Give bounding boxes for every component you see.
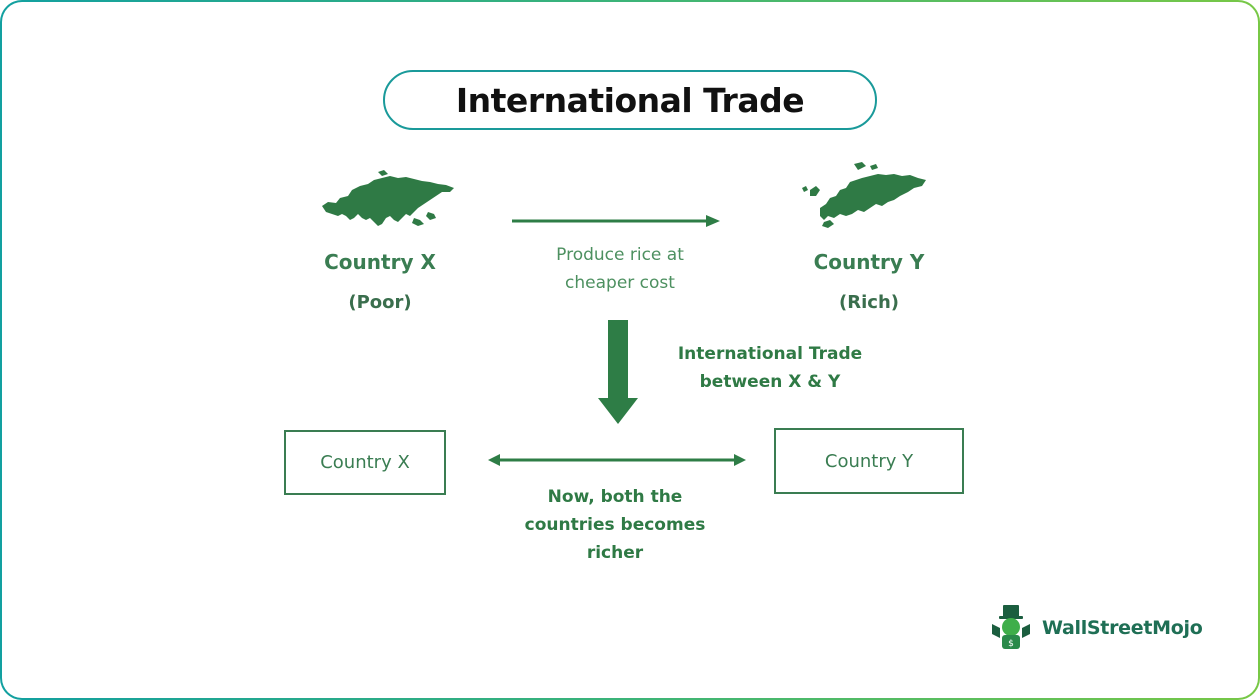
brand-logo: $ WallStreetMojo: [988, 604, 1203, 652]
top-country-x-label: Country X: [324, 250, 436, 274]
top-country-y-label: Country Y: [813, 250, 925, 274]
result-label: Now, both the countries becomes richer: [505, 483, 725, 567]
top-country-y-status: (Rich): [839, 292, 899, 313]
svg-text:$: $: [1008, 639, 1014, 649]
down-arrow: [598, 320, 638, 424]
trade-label: International Trade between X & Y: [660, 340, 880, 396]
result-label-line1: Now, both the: [547, 487, 683, 507]
bottom-country-y-box: Country Y: [774, 428, 964, 494]
top-country-x-status: (Poor): [348, 292, 412, 313]
rice-arrow-label-line1: Produce rice at: [556, 245, 684, 265]
result-label-line2: countries becomes: [524, 515, 706, 535]
double-arrow: [488, 454, 746, 466]
result-label-line3: richer: [586, 543, 644, 563]
bottom-country-x-box: Country X: [284, 430, 446, 495]
rice-arrow-label: Produce rice at cheaper cost: [510, 241, 730, 297]
europe-map-icon: [802, 162, 926, 228]
trade-label-line2: between X & Y: [699, 372, 841, 392]
trade-label-line1: International Trade: [677, 344, 863, 364]
rice-arrow-label-line2: cheaper cost: [565, 273, 675, 293]
wallstreetmojo-mascot-icon: $: [992, 605, 1030, 649]
diagram-title: International Trade: [383, 70, 877, 130]
brand-name: WallStreetMojo: [1042, 617, 1203, 639]
asia-map-icon: [322, 170, 454, 226]
rice-flow-arrow: [512, 215, 720, 227]
